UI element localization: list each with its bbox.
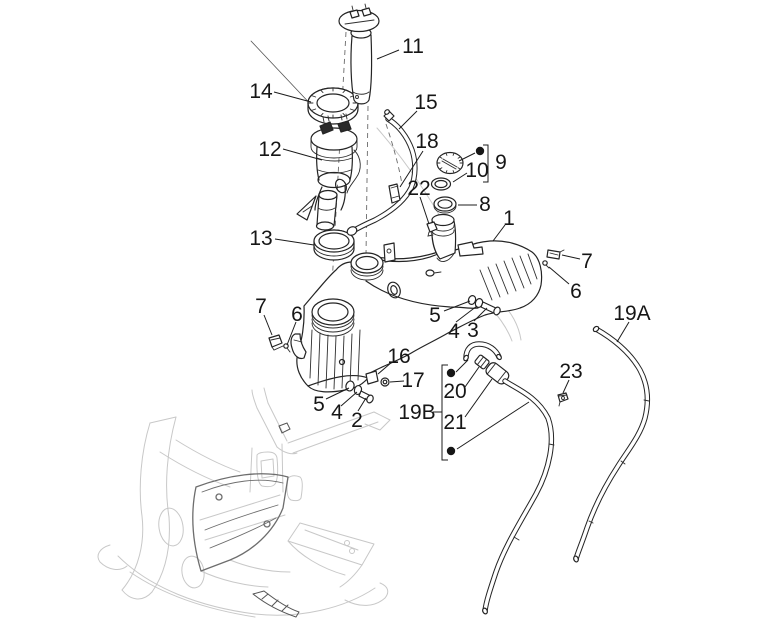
part-7-clip-left xyxy=(268,334,284,351)
callout-23: 23 xyxy=(559,360,582,383)
callout-15: 15 xyxy=(414,91,437,114)
part-9-fuel-cap xyxy=(436,151,464,175)
part-13-gasket xyxy=(313,229,355,261)
callout-17: 17 xyxy=(401,369,424,392)
floorboard-panel xyxy=(192,473,289,572)
callout-7-left: 7 xyxy=(255,295,267,318)
tank-hatching xyxy=(309,253,538,390)
part-21-outlet-hose xyxy=(482,378,555,615)
callout-22: 22 xyxy=(407,177,430,200)
part-6-screw-right xyxy=(542,260,550,269)
part-18-sleeve xyxy=(388,183,401,204)
callout-19B: 19B xyxy=(398,401,435,424)
callout-5-bottom: 5 xyxy=(313,393,325,416)
callout-9: 9 xyxy=(495,151,507,174)
callout-8: 8 xyxy=(479,193,491,216)
part-10-seal-ring xyxy=(430,177,452,191)
leader-lines xyxy=(263,49,630,450)
callout-2: 2 xyxy=(351,409,363,432)
part-6-screw-left xyxy=(283,343,291,353)
callout-1: 1 xyxy=(503,207,515,230)
callout-7-right: 7 xyxy=(581,250,593,273)
pump-axis-dashed-line xyxy=(330,31,347,304)
part-7-clip-right xyxy=(546,249,565,260)
callout-13: 13 xyxy=(249,227,272,250)
part-1-fuel-tank xyxy=(290,213,543,393)
part-20-connector-nut xyxy=(474,354,490,370)
parts-5-4-3-screw-set xyxy=(467,295,501,316)
part-20-elbow-hose xyxy=(463,341,502,362)
bullet-item-19B-top xyxy=(446,368,456,378)
hose-guide-dashed-line xyxy=(385,123,403,185)
callout-19A: 19A xyxy=(613,302,650,325)
callout-18: 18 xyxy=(415,130,438,153)
callout-21: 21 xyxy=(443,411,466,434)
part-22-clip xyxy=(426,221,438,237)
callout-12: 12 xyxy=(258,138,281,161)
sender-axis-dashed-line xyxy=(365,105,369,257)
tank-rear-opening xyxy=(350,252,384,281)
callout-6-left: 6 xyxy=(291,303,303,326)
part-17-nut xyxy=(380,377,390,387)
footrest-detail xyxy=(252,590,300,618)
part-11-level-sender xyxy=(338,3,380,105)
part-19A-hose xyxy=(573,325,650,563)
callout-20: 20 xyxy=(443,380,466,403)
part-16-plate xyxy=(365,370,379,385)
tank-front-opening xyxy=(311,298,355,337)
bracket-group-9 xyxy=(483,144,489,183)
bullet-item-9 xyxy=(475,146,485,156)
part-12-fuel-pump xyxy=(296,113,361,231)
part-15-breather-hose xyxy=(346,109,418,236)
callout-16: 16 xyxy=(387,345,410,368)
part-8-neck-gasket xyxy=(433,196,457,214)
part-23-clamp xyxy=(557,392,569,407)
callout-4-bottom: 4 xyxy=(331,401,343,424)
bullet-item-19B-bottom xyxy=(446,446,456,456)
callout-4-mid: 4 xyxy=(448,320,460,343)
callout-14: 14 xyxy=(249,80,273,103)
callout-5-mid: 5 xyxy=(429,304,441,327)
callout-10: 10 xyxy=(465,159,488,182)
callout-3: 3 xyxy=(467,319,479,342)
callout-labels: 11 14 15 12 18 9 10 22 8 1 13 7 6 7 6 5 … xyxy=(249,35,650,434)
callout-6-right: 6 xyxy=(570,280,582,303)
part-14-ring-nut xyxy=(307,87,359,125)
group-brackets xyxy=(433,144,489,461)
callout-11: 11 xyxy=(402,35,424,58)
